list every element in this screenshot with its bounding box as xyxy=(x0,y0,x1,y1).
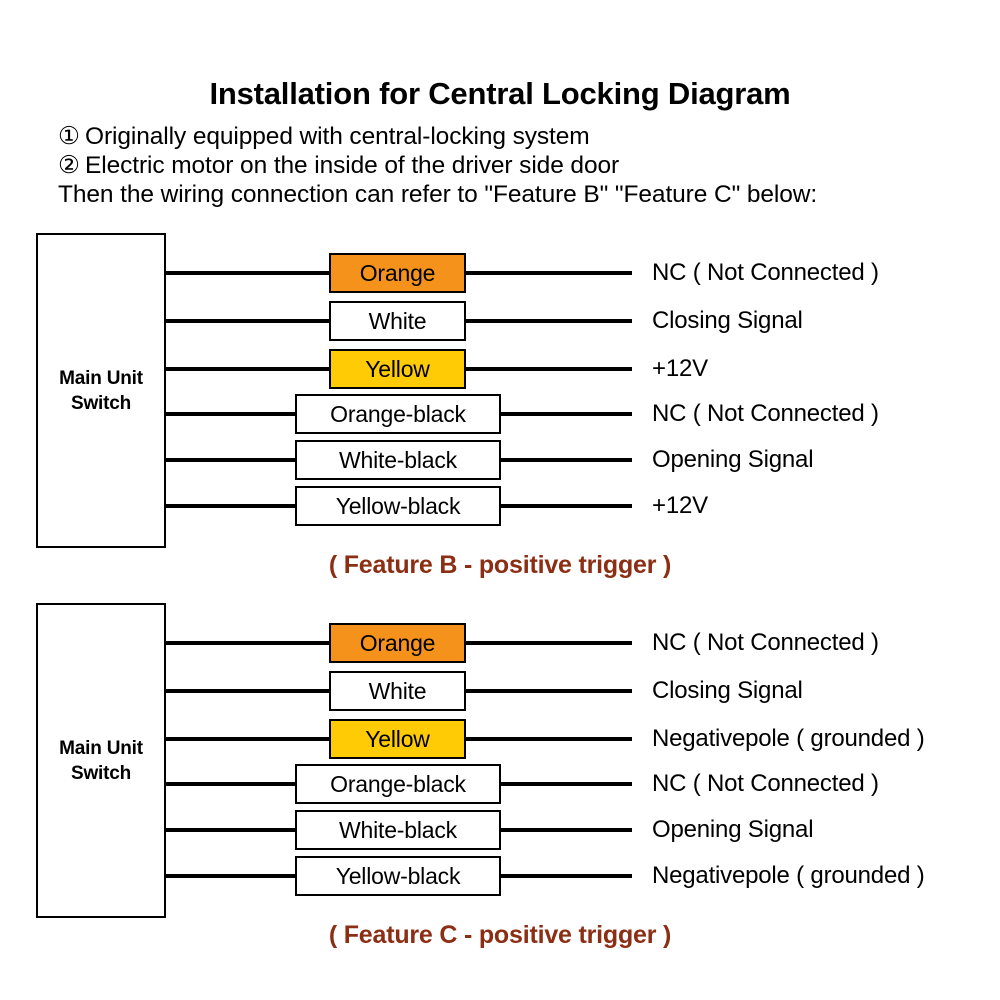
wire-color-label: Yellow-black xyxy=(335,492,461,519)
signal-label: NC ( Not Connected ) xyxy=(652,259,879,286)
wire-color-chip: Orange-black xyxy=(295,394,501,434)
wire-segment-left xyxy=(166,412,295,416)
wire-segment-right xyxy=(466,319,632,323)
signal-label: Negativepole ( grounded ) xyxy=(652,725,925,752)
wire-segment-left xyxy=(166,689,329,693)
note-text-1: Originally equipped with central-locking… xyxy=(85,123,590,150)
wire-color-label: White-black xyxy=(339,816,457,843)
wire-segment-right xyxy=(501,782,632,786)
main-unit-switch-box-b: Main Unit Switch xyxy=(36,233,166,548)
wire-color-label: White xyxy=(368,677,427,704)
caption-feature-c: ( Feature C - positive trigger ) xyxy=(328,921,672,949)
note-line-3: Then the wiring connection can refer to … xyxy=(58,180,978,209)
wire-color-chip: Orange-black xyxy=(295,764,501,804)
wire-segment-right xyxy=(466,271,632,275)
note-text-3: Then the wiring connection can refer to … xyxy=(58,181,818,208)
signal-label: NC ( Not Connected ) xyxy=(652,770,879,797)
signal-label: Negativepole ( grounded ) xyxy=(652,862,925,889)
wire-segment-left xyxy=(166,782,295,786)
wire-segment-right xyxy=(466,689,632,693)
wire-segment-left xyxy=(166,828,295,832)
wire-color-label: Orange-black xyxy=(330,770,466,797)
wire-color-chip: Orange xyxy=(329,623,466,663)
note-marker-1: ① xyxy=(58,123,80,150)
wire-color-label: Yellow-black xyxy=(335,862,461,889)
signal-label: Opening Signal xyxy=(652,816,814,843)
unit-label-line1: Main Unit xyxy=(59,737,143,759)
unit-label-line2: Switch xyxy=(70,392,132,414)
wire-segment-left xyxy=(166,367,329,371)
wire-color-chip: Yellow xyxy=(329,349,466,389)
page-title: Installation for Central Locking Diagram xyxy=(209,76,791,111)
wire-color-chip: White xyxy=(329,671,466,711)
wire-color-label: White-black xyxy=(339,446,457,473)
wire-color-chip: Yellow-black xyxy=(295,486,501,526)
signal-label: +12V xyxy=(652,355,708,382)
wire-segment-right xyxy=(501,412,632,416)
wire-color-chip: Yellow xyxy=(329,719,466,759)
wire-segment-left xyxy=(166,458,295,462)
unit-label-line2: Switch xyxy=(70,762,132,784)
caption-feature-b: ( Feature B - positive trigger ) xyxy=(328,551,672,579)
wire-color-chip: White xyxy=(329,301,466,341)
wire-segment-left xyxy=(166,641,329,645)
signal-label: Closing Signal xyxy=(652,677,803,704)
wire-color-label: Orange xyxy=(359,259,436,286)
wire-segment-left xyxy=(166,319,329,323)
wire-color-chip: White-black xyxy=(295,810,501,850)
wire-color-chip: White-black xyxy=(295,440,501,480)
wire-segment-left xyxy=(166,271,329,275)
main-unit-switch-label-c: Main Unit Switch xyxy=(38,736,164,786)
wire-segment-left xyxy=(166,874,295,878)
note-text-2: Electric motor on the inside of the driv… xyxy=(85,152,620,179)
wire-segment-right xyxy=(501,828,632,832)
wire-segment-right xyxy=(501,874,632,878)
wire-color-label: Orange-black xyxy=(330,400,466,427)
signal-label: Closing Signal xyxy=(652,307,803,334)
wire-color-label: Yellow xyxy=(365,725,430,752)
unit-label-line1: Main Unit xyxy=(59,367,143,389)
wire-segment-left xyxy=(166,504,295,508)
wire-color-label: Yellow xyxy=(365,355,430,382)
signal-label: NC ( Not Connected ) xyxy=(652,629,879,656)
wire-segment-right xyxy=(466,641,632,645)
signal-label: NC ( Not Connected ) xyxy=(652,400,879,427)
signal-label: +12V xyxy=(652,492,708,519)
wire-segment-right xyxy=(501,504,632,508)
wire-color-label: White xyxy=(368,307,427,334)
wire-segment-right xyxy=(466,367,632,371)
signal-label: Opening Signal xyxy=(652,446,814,473)
main-unit-switch-box-c: Main Unit Switch xyxy=(36,603,166,918)
wire-segment-right xyxy=(501,458,632,462)
wire-color-chip: Yellow-black xyxy=(295,856,501,896)
wire-color-chip: Orange xyxy=(329,253,466,293)
main-unit-switch-label-b: Main Unit Switch xyxy=(38,366,164,416)
wire-segment-right xyxy=(466,737,632,741)
note-marker-2: ② xyxy=(58,152,80,179)
wire-segment-left xyxy=(166,737,329,741)
wire-color-label: Orange xyxy=(359,629,436,656)
